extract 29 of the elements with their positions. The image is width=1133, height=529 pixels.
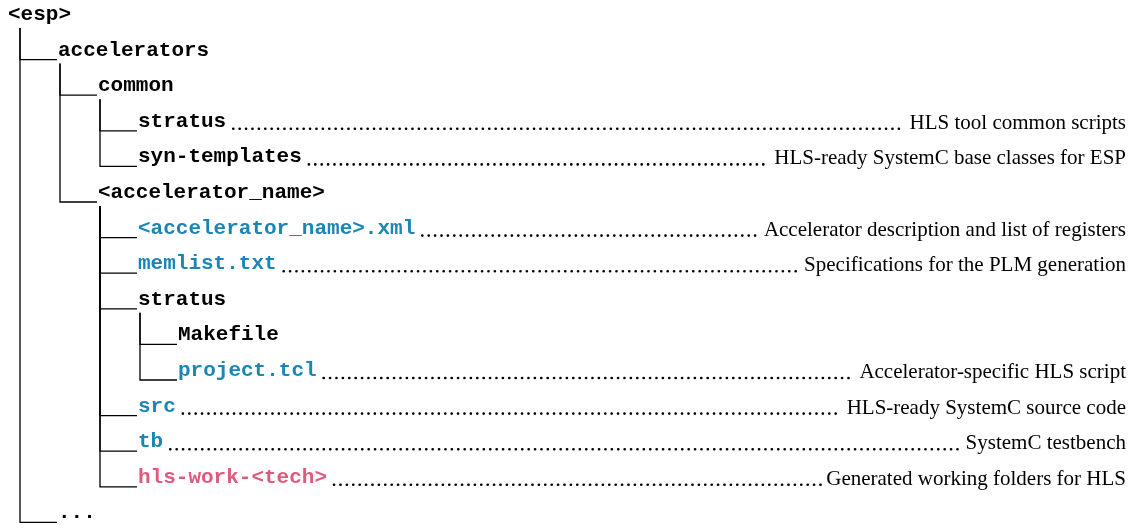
description-text: Accelerator description and list of registers <box>763 215 1126 242</box>
folder-name: ... <box>58 500 96 527</box>
folder-name: accelerators <box>58 37 210 64</box>
folder-name: <accelerator_name>.xml <box>138 215 416 242</box>
description-text: Accelerator-specific HLS script <box>859 358 1126 384</box>
description-text: HLS-ready SystemC base classes for ESP <box>774 144 1126 171</box>
folder-name: syn-templates <box>138 144 302 171</box>
tree-line <box>139 312 178 381</box>
folder-name: stratus <box>138 286 227 313</box>
folder-name: hls-work-<tech> <box>138 464 328 491</box>
dot-leader <box>332 483 823 487</box>
tree-line <box>19 27 58 524</box>
tree-line <box>59 62 98 203</box>
description-text: Generated working folders for HLS <box>826 464 1126 491</box>
folder-name: src <box>138 393 176 420</box>
folder-name: <esp> <box>8 2 71 28</box>
folder-name: <accelerator_name> <box>98 180 325 206</box>
folder-name: common <box>98 73 174 100</box>
folder-name: tb <box>138 429 164 456</box>
folder-name: memlist.txt <box>138 251 277 278</box>
description-text: Specifications for the PLM generation <box>804 251 1126 278</box>
description-text: SystemC testbench <box>965 429 1126 456</box>
description-text: HLS tool common scripts <box>909 108 1126 135</box>
folder-name: stratus <box>138 108 227 135</box>
description-text: HLS-ready SystemC source code <box>846 393 1126 420</box>
tree-line <box>99 98 138 168</box>
folder-name: project.tcl <box>178 358 317 384</box>
dot-leader <box>168 447 962 451</box>
folder-name: Makefile <box>178 322 279 349</box>
